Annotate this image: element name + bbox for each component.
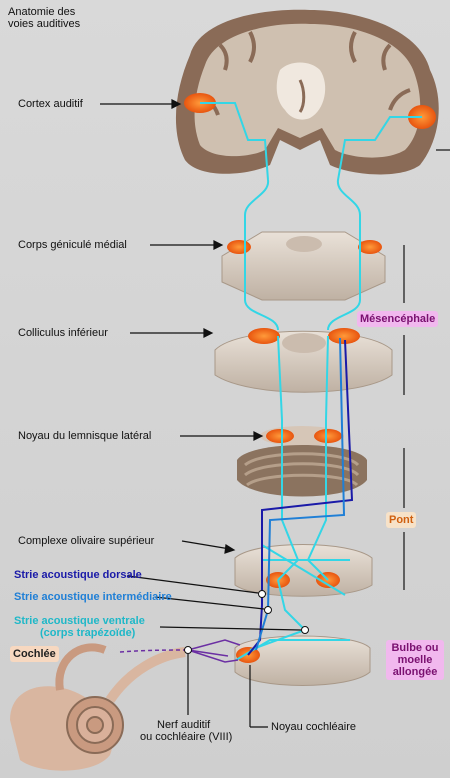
region-bulbe-line-1: Bulbe ou [391,642,439,654]
medulla-slab [234,635,371,686]
junction-marker [301,626,309,634]
region-bulbe: Bulbe ou moelle allongée [386,640,444,680]
label-cgm: Corps géniculé médial [18,239,127,251]
colliculus-slab [214,328,393,393]
intermediate-stria-line [255,337,346,651]
cochlea-ear [10,643,186,771]
label-strie-intermediaire: Strie acoustique intermédiaire [14,591,172,603]
pons-slab [237,426,367,497]
diagram-title: Anatomie des voies auditives [8,6,80,30]
label-colliculus: Colliculus inférieur [18,327,108,339]
region-pont: Pont [386,512,417,528]
region-bulbe-line-3: allongée [392,666,438,678]
pointer-arrows [100,99,450,728]
label-lemnisque: Noyau du lemnisque latéral [18,430,152,442]
junction-marker [184,646,192,654]
junction-marker [258,590,266,598]
cgm-slab [221,231,386,301]
auditory-nerve [119,649,189,653]
label-strie-ventrale: Strie acoustique ventrale [14,615,145,627]
label-noyau-cochleaire: Noyau cochléaire [271,721,356,733]
label-corps-trapezoide: (corps trapézoïde) [40,627,136,639]
label-cortex: Cortex auditif [18,98,83,110]
region-bulbe-line-2: moelle [397,654,433,666]
label-olivaire: Complexe olivaire supérieur [18,535,155,547]
auditory-nerve-branches [187,639,241,663]
label-nerf-1: Nerf auditif [157,719,211,731]
title-line-2: voies auditives [8,18,81,30]
region-mesencephale: Mésencéphale [357,311,439,327]
label-cochlee: Cochlée [10,646,59,662]
label-nerf-2: ou cochléaire (VIII) [140,731,233,743]
title-line-1: Anatomie des [8,6,76,18]
brain-coronal-section [175,9,439,175]
label-strie-dorsale: Strie acoustique dorsale [14,569,142,581]
junction-marker [264,606,272,614]
